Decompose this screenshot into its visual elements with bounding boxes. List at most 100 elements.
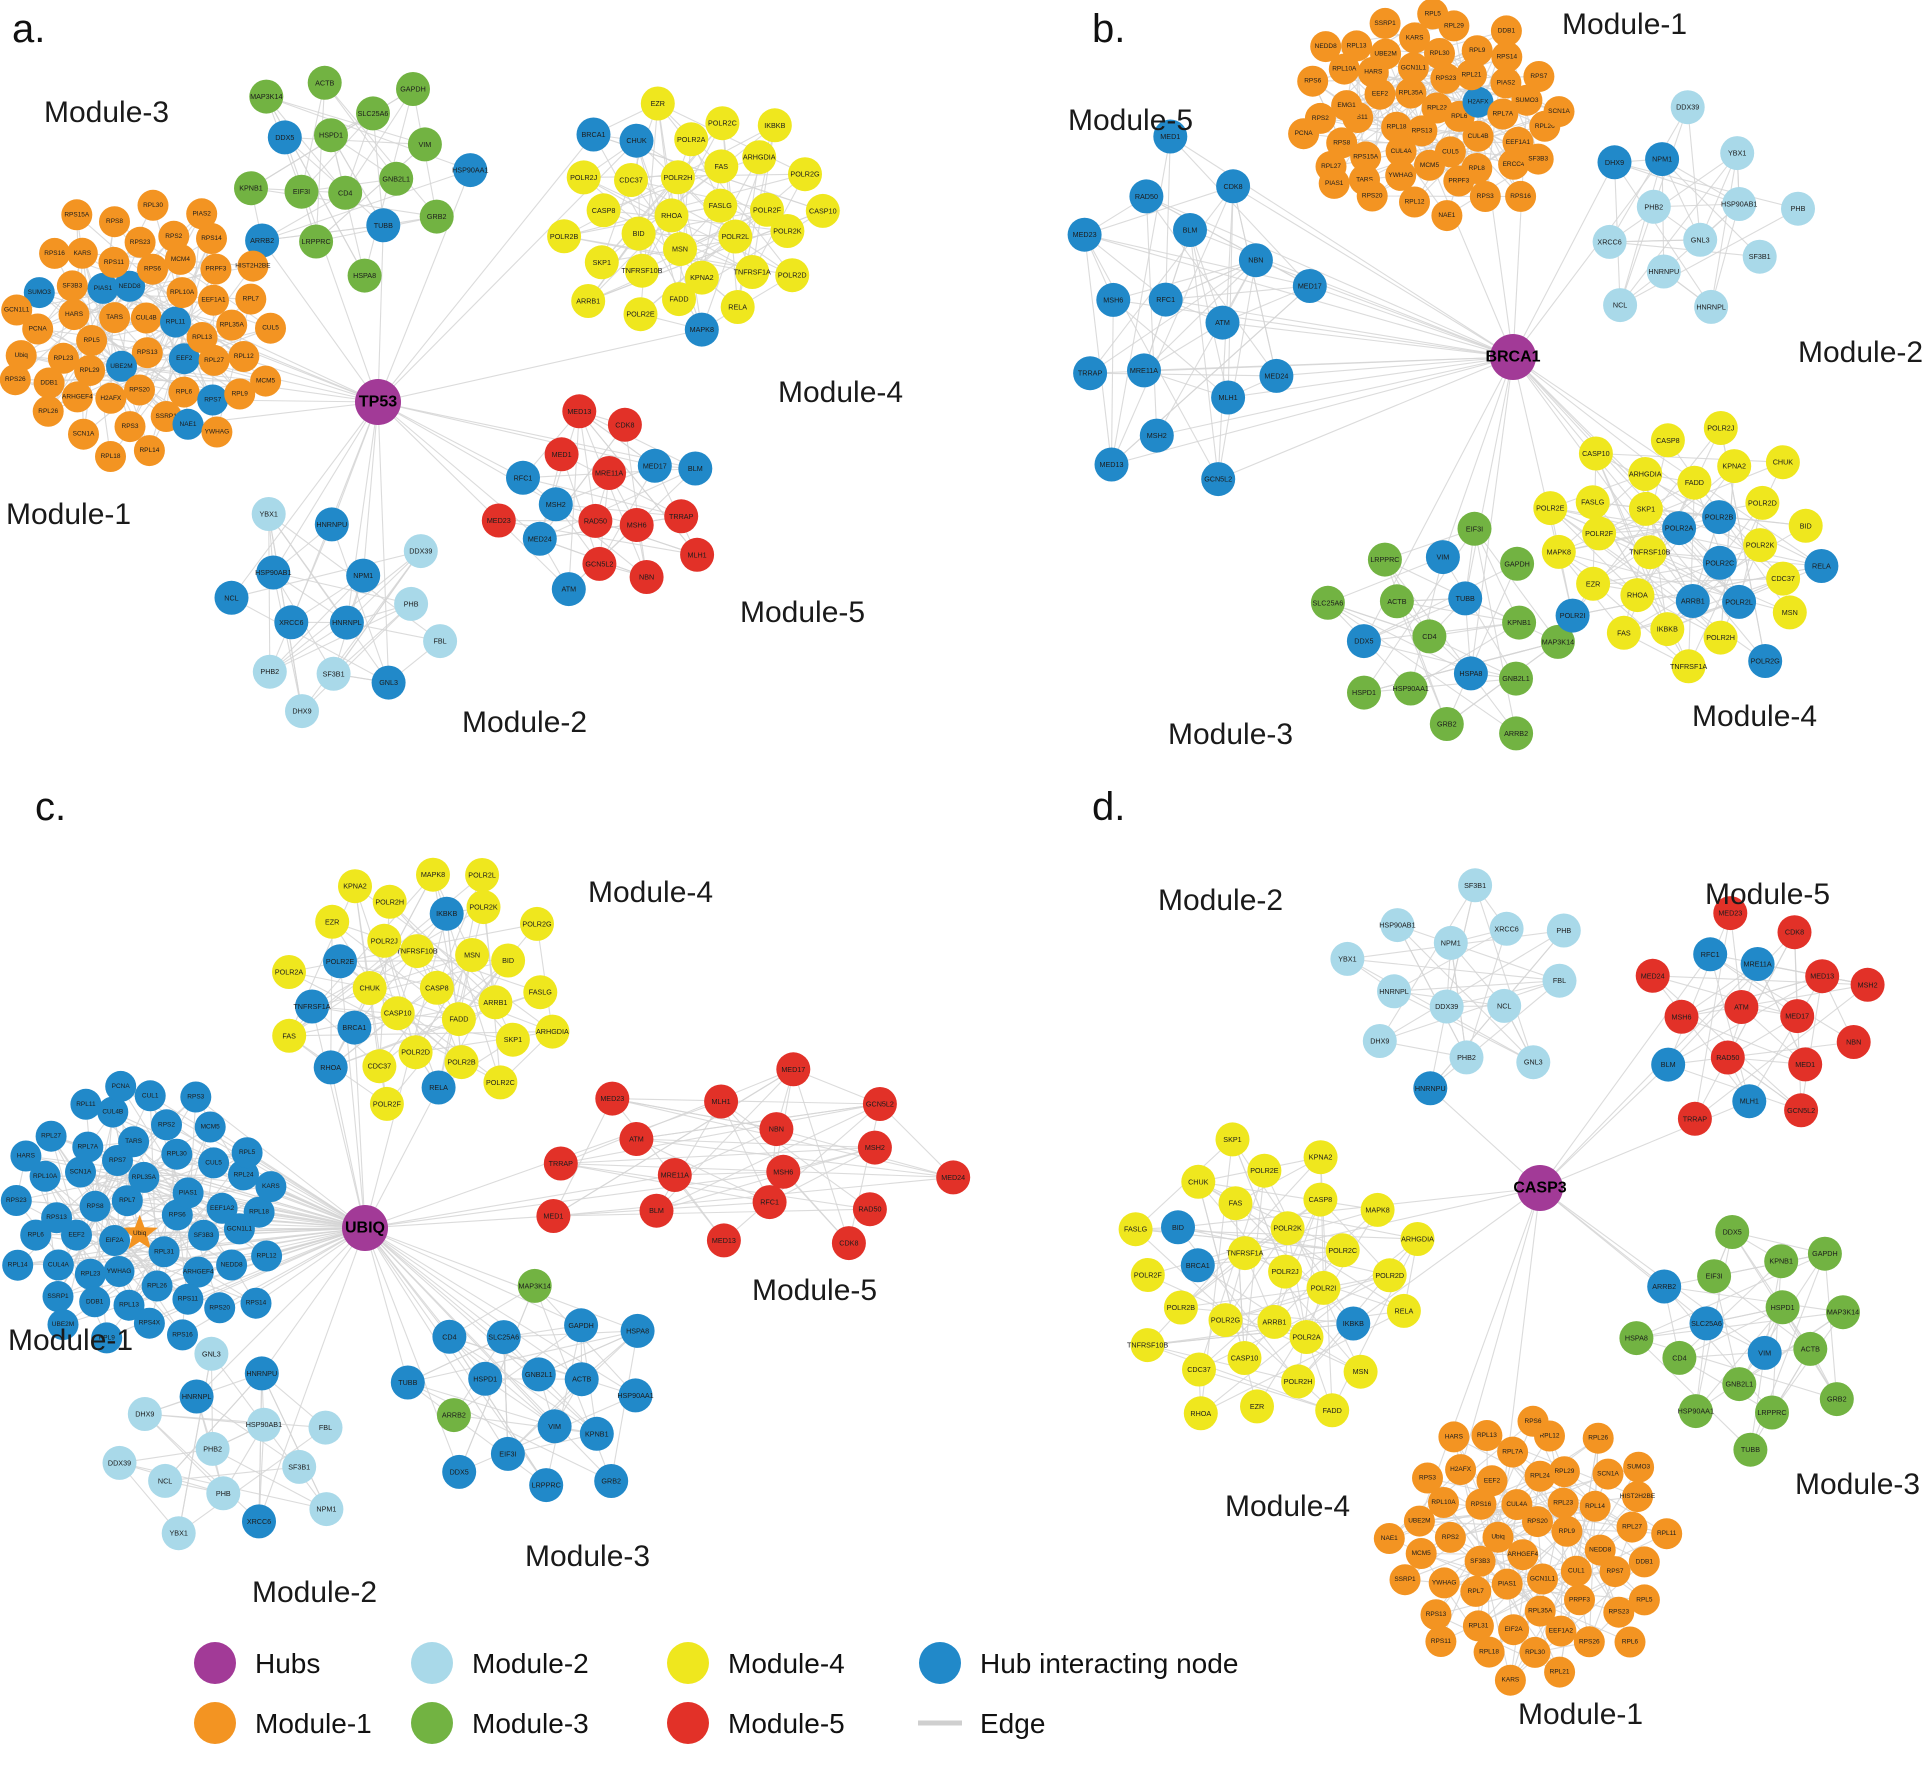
edge [272, 401, 379, 573]
network-node [379, 161, 414, 196]
network-node [1606, 615, 1641, 650]
node-label: RAD50 [858, 1205, 881, 1214]
network-node [201, 416, 233, 448]
edge [45, 1175, 366, 1229]
node-label: FADD [1685, 478, 1704, 487]
node-label: MED1 [543, 1212, 563, 1221]
network-node [1702, 500, 1737, 535]
edge [448, 1336, 547, 1486]
network-node [1635, 958, 1670, 993]
edge [1244, 1249, 1344, 1359]
node-label: MSH2 [865, 1143, 885, 1152]
node-label: RPL18 [249, 1209, 269, 1216]
node-label: KPNA2 [690, 273, 714, 282]
network-node [61, 199, 93, 231]
node-label: MCM5 [256, 378, 276, 385]
network-node [1793, 1331, 1828, 1366]
edge [1393, 928, 1507, 992]
edge [1710, 153, 1738, 307]
node-label: HSP90AB1 [1721, 200, 1757, 209]
node-label: MSH6 [627, 521, 647, 530]
edge [560, 1068, 794, 1165]
node-label: ATM [1734, 1003, 1749, 1012]
network-node [592, 456, 627, 490]
network-node [547, 219, 582, 254]
node-label: ATM [1215, 318, 1230, 327]
network-node [1381, 111, 1413, 143]
node-label: NBN [1248, 256, 1263, 265]
network-node [506, 460, 540, 495]
node-label: KPNB1 [1769, 1257, 1793, 1266]
edge [1681, 1016, 1806, 1065]
network-node [111, 1185, 143, 1217]
edge [330, 921, 333, 1068]
network-node [394, 586, 429, 621]
edge [89, 321, 176, 371]
edge [258, 1227, 366, 1522]
network-node [1622, 1481, 1653, 1513]
network-node [1325, 1233, 1360, 1268]
network-node [1460, 1575, 1492, 1607]
node-label: MED24 [941, 1173, 965, 1182]
edge [1379, 885, 1476, 1042]
network-node [328, 175, 363, 210]
network-node [1547, 1487, 1579, 1519]
node-label: MED24 [1264, 371, 1288, 380]
node-label: GNB2L1 [1502, 674, 1530, 683]
edge [407, 1381, 555, 1427]
node-label: RPL12 [1405, 199, 1425, 206]
node-label: EEF2 [1372, 91, 1389, 98]
network-node [285, 694, 319, 729]
network-node [103, 1256, 135, 1287]
network-node [47, 342, 79, 374]
edge [1558, 551, 1689, 667]
node-label: RPL14 [1585, 1503, 1605, 1510]
node-label: POLR2D [778, 271, 807, 280]
node-label: TNFRSF1A [734, 268, 771, 277]
network-node [1780, 999, 1815, 1034]
node-label: DHX9 [292, 707, 311, 716]
node-label: RPS3 [1477, 193, 1494, 200]
node-label: RPS15A [64, 211, 90, 218]
node-label: CDK8 [1224, 182, 1243, 191]
node-label: GCN5L2 [585, 559, 613, 568]
network-node [704, 149, 739, 184]
network-node [1499, 716, 1534, 751]
node-label: MED17 [1785, 1012, 1809, 1021]
node-label: ARHGDIA [1401, 1235, 1434, 1244]
edge [231, 401, 379, 599]
node-label: RPL13 [119, 1302, 139, 1309]
edge [1319, 1199, 1391, 1276]
edge [1276, 356, 1514, 377]
node-label: RPS26 [1579, 1638, 1600, 1645]
node-label: ARRB2 [250, 236, 274, 245]
network-node [1592, 1458, 1624, 1490]
network-node [1350, 141, 1382, 173]
edge [269, 575, 364, 673]
hub-label: BRCA1 [1485, 349, 1540, 366]
legend-swatch-hub [194, 1642, 236, 1684]
edge [1664, 1285, 1844, 1313]
edge [1636, 1337, 1751, 1451]
node-label: RPL13 [1347, 42, 1367, 49]
edge [272, 572, 303, 712]
node-label: POLR2E [326, 957, 355, 966]
edge [674, 1128, 777, 1176]
edge [1084, 234, 1310, 287]
node-label: GCN1L1 [4, 307, 30, 314]
node-label: YBX1 [260, 510, 278, 519]
node-label: SF3B1 [1464, 881, 1486, 890]
edge [1235, 1202, 1418, 1240]
legend-swatch-hub_node [919, 1642, 961, 1684]
network-node [1487, 988, 1522, 1023]
node-label: CUL4A [1391, 148, 1413, 155]
network-node [1153, 119, 1188, 154]
edge [407, 1330, 638, 1384]
node-label: CDC37 [1771, 574, 1795, 583]
network-node [481, 503, 516, 538]
edge [1352, 1187, 1541, 1324]
node-label: HSP90AA1 [1678, 1407, 1714, 1416]
network-node [523, 975, 558, 1010]
network-node [23, 277, 55, 309]
